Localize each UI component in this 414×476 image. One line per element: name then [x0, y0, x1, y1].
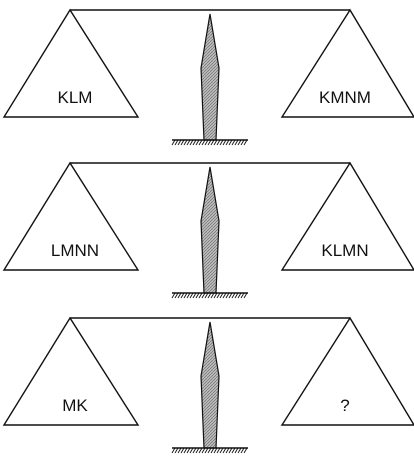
left-pan-label: LMNN [51, 241, 99, 260]
balance-scale-3: MK? [4, 318, 414, 453]
scale-pillar [201, 322, 219, 448]
scale-pillar [201, 14, 219, 140]
left-pan-label: MK [62, 396, 88, 415]
left-pan-label: KLM [58, 88, 93, 107]
right-pan-label: ? [340, 396, 349, 415]
right-pan-label: KMNM [319, 88, 371, 107]
balance-scale-2: LMNN KLMN [4, 163, 414, 298]
right-pan-label: KLMN [321, 241, 368, 260]
scale-pillar [201, 167, 219, 293]
balance-scale-1: KLM KMNM [4, 10, 414, 145]
